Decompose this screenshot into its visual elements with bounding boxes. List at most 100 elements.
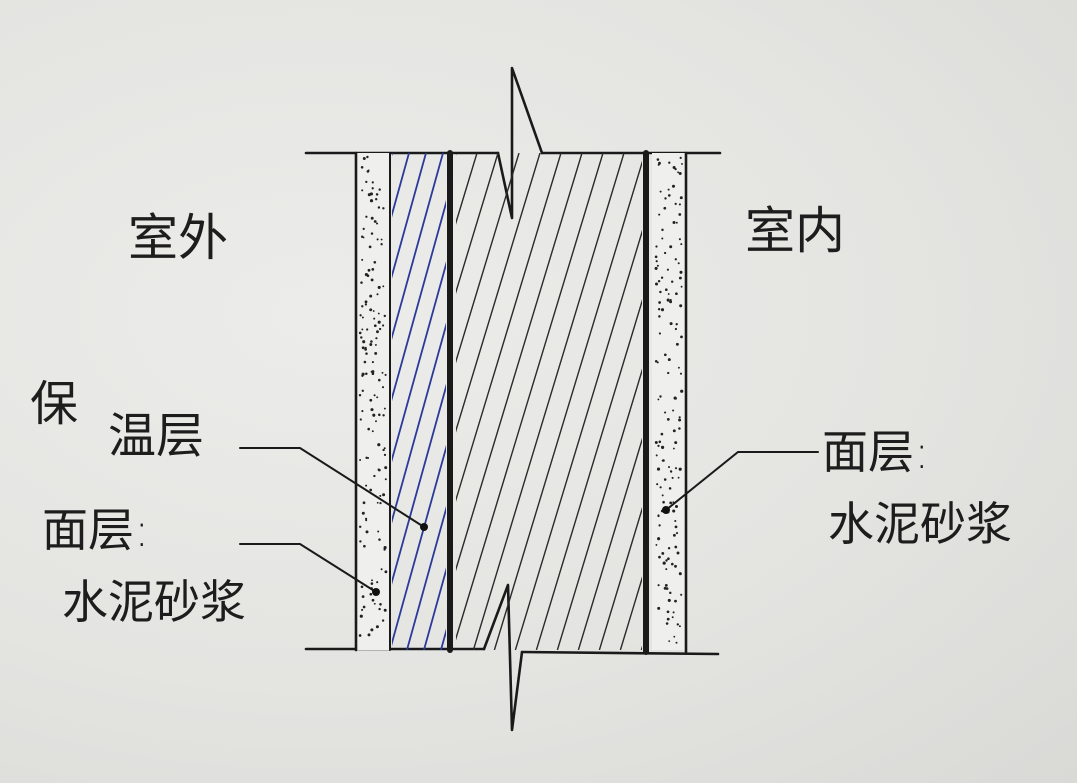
stipple-dot <box>377 320 381 324</box>
stipple-dot <box>678 416 681 419</box>
stipple-dot <box>663 353 667 357</box>
hatch-line <box>556 368 642 650</box>
stipple-dot <box>678 572 682 576</box>
stipple-dot <box>679 270 683 274</box>
stipple-dot <box>674 258 677 261</box>
stipple-dot <box>362 501 366 505</box>
stipple-dot <box>375 198 378 201</box>
stipple-dot <box>371 187 374 190</box>
stipple-dot <box>672 165 676 170</box>
outer-finish-label-line2: 水泥砂浆 <box>62 575 246 629</box>
stipple-dot <box>657 584 660 587</box>
stipple-dot <box>674 564 677 568</box>
inner-mortar-stipple <box>654 156 684 644</box>
hatch-line <box>577 437 642 650</box>
stipple-dot <box>382 448 385 452</box>
stipple-dot <box>384 373 387 376</box>
stipple-dot <box>375 222 379 225</box>
stipple-dot <box>677 171 680 174</box>
stipple-dot <box>382 414 385 417</box>
top-break-symbol <box>496 66 544 220</box>
stipple-dot <box>378 538 381 541</box>
stipple-dot <box>660 432 664 436</box>
stipple-dot <box>371 268 375 271</box>
stipple-dot <box>678 276 682 280</box>
stipple-dot <box>669 322 673 326</box>
stipple-dot <box>657 308 661 311</box>
stipple-dot <box>675 532 679 535</box>
stipple-dot <box>359 418 362 421</box>
stipple-dot <box>358 331 362 335</box>
stipple-dot <box>656 467 661 471</box>
stipple-dot <box>679 372 683 375</box>
hatch-line <box>456 153 604 641</box>
stipple-dot <box>675 342 679 346</box>
stipple-dot <box>670 280 674 283</box>
stipple-dot <box>361 316 364 319</box>
stipple-dot <box>380 568 383 571</box>
stipple-dot <box>664 288 668 292</box>
stipple-dot <box>383 546 387 550</box>
stipple-dot <box>364 273 368 277</box>
stipple-dot <box>669 470 673 473</box>
stipple-dot <box>358 393 362 397</box>
stipple-dot <box>361 346 365 350</box>
hatch-line <box>406 506 446 650</box>
insulation-hatch <box>392 153 446 650</box>
stipple-dot <box>369 192 373 196</box>
stipple-dot <box>365 484 368 487</box>
stipple-dot <box>374 343 377 346</box>
stipple-dot <box>384 570 388 574</box>
stipple-dot <box>383 314 387 318</box>
hatch-line <box>456 153 499 295</box>
stipple-dot <box>667 293 670 295</box>
wall-hatch <box>456 153 642 650</box>
stipple-dot <box>679 196 683 200</box>
stipple-dot <box>657 163 660 166</box>
stipple-dot <box>677 262 680 265</box>
inner-finish-leader-dot <box>662 506 670 514</box>
stipple-dot <box>361 258 364 261</box>
stipple-dot <box>661 228 664 232</box>
stipple-dot <box>364 517 368 520</box>
stipple-dot <box>675 323 678 326</box>
stipple-dot <box>658 524 661 527</box>
stipple-dot <box>358 525 362 529</box>
stipple-dot <box>365 215 368 218</box>
hatch-line <box>456 153 583 572</box>
stipple-dot <box>359 314 362 317</box>
stipple-dot <box>671 184 676 188</box>
stipple-dot <box>370 340 373 343</box>
stipple-dot <box>665 568 668 571</box>
stipple-dot <box>662 500 665 504</box>
insulation-layer <box>392 153 446 650</box>
inner-finish-label-line2: 水泥砂浆 <box>828 497 1012 551</box>
stipple-dot <box>383 608 387 612</box>
stipple-dot <box>371 430 374 433</box>
stipple-dot <box>371 598 375 602</box>
stipple-dot <box>654 255 658 259</box>
stipple-dot <box>667 547 671 550</box>
layer-boundaries <box>354 150 688 655</box>
inner-finish-leader <box>665 451 819 511</box>
stipple-dot <box>382 324 385 327</box>
stipple-dot <box>657 537 661 541</box>
stipple-dot <box>658 301 661 304</box>
stipple-dot <box>678 427 681 430</box>
stipple-dot <box>664 411 667 414</box>
structural-wall <box>456 153 642 650</box>
stipple-dot <box>361 511 365 515</box>
stipple-dot <box>358 634 362 637</box>
bottom-boundary-line-right <box>520 650 720 656</box>
stipple-dot <box>369 308 373 312</box>
stipple-dot <box>675 641 678 644</box>
hatch-line <box>392 261 446 463</box>
stipple-dot <box>383 407 386 410</box>
hatch-line <box>392 200 446 402</box>
stipple-dot <box>674 519 677 523</box>
stipple-dot <box>377 312 380 315</box>
stipple-dot <box>672 509 676 513</box>
stipple-dot <box>384 478 387 481</box>
stipple-dot <box>360 281 363 284</box>
